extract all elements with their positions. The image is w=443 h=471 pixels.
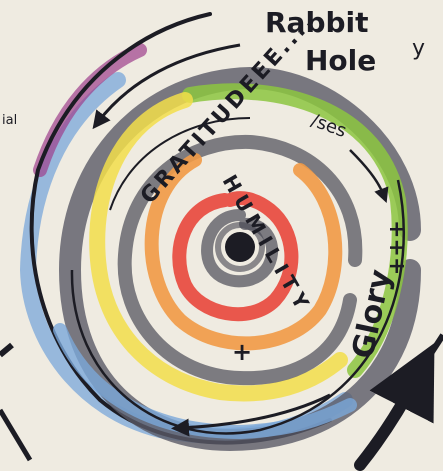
corner-glyph: y (412, 36, 425, 61)
text-pluses: +++ (384, 220, 409, 275)
title-hole: Hole (305, 44, 376, 77)
edge-mark-right (430, 335, 443, 355)
edge-mark-left (0, 410, 30, 460)
edge-text: ial (2, 113, 17, 128)
text-plus: + (232, 338, 252, 366)
edge-mark-left-top (0, 345, 12, 355)
